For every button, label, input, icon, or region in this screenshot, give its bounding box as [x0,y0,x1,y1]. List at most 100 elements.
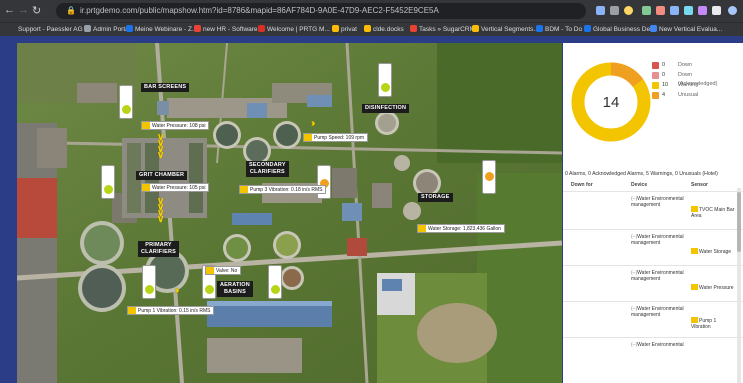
status-dot [485,172,494,181]
aerial-photo [17,43,562,383]
device-cell: (–)Water Environmental management [631,234,684,246]
extension-icon[interactable] [642,6,651,15]
table-header: Down for Device Sensor [563,180,743,190]
column-header-sensor[interactable]: Sensor [691,182,708,188]
folder-icon [472,25,479,32]
area-label-aeration-basins[interactable]: AERATION BASINS [217,281,253,297]
donut-unusual-segment [610,62,644,88]
status-dot [381,83,390,92]
bookmark-icon [126,25,133,32]
bookmark-item[interactable]: clde.docks [364,24,404,36]
warning-icon [691,206,698,212]
sensor-gauge[interactable] [482,160,496,194]
bookmark-icon [584,25,591,32]
unusual-icon [652,92,659,99]
flow-arrow-icon: ∨∨∨∨ [157,196,164,225]
sensor-cell: Water Pressure [691,284,737,291]
bookmark-item[interactable]: privat [332,24,357,36]
sensor-gauge[interactable] [101,165,115,199]
browser-toolbar: ← → ↻ 🔒ir.prtgdemo.com/public/mapshow.ht… [0,0,743,22]
bookmark-item[interactable]: Welcome | PRTG M... [258,24,330,36]
device-cell: (–)Water Environmental management [631,196,684,208]
table-row[interactable]: (–)Water Environmental management TVOC M… [563,191,743,225]
warning-icon [418,225,426,232]
bookmark-item[interactable]: BDM - To Do [536,24,582,36]
extension-icon[interactable] [596,6,605,15]
flow-arrow-icon: ›››› [311,118,316,129]
share-icon[interactable] [610,6,619,15]
area-label-bar-screens[interactable]: BAR SCREENS [141,83,190,92]
warning-icon [691,248,698,254]
bookmark-item[interactable]: Global Business De... [584,24,656,36]
back-icon[interactable]: ← [4,4,15,16]
column-header-device[interactable]: Device [631,182,648,188]
area-label-storage[interactable]: STORAGE [418,193,453,202]
plant-map: BAR SCREENS DISINFECTION GRIT CHAMBER SE… [17,43,562,383]
flow-arrow-icon: ›››› [175,285,180,296]
bookmark-item[interactable]: Admin Portal [84,24,130,36]
reload-icon[interactable]: ↻ [32,5,42,17]
sensor-badge-pump3-vibration[interactable]: Pump 3 Vibration: 0.18 in/s RMS [239,185,327,194]
area-label-disinfection[interactable]: DISINFECTION [362,104,410,113]
table-scrollbar[interactable] [737,188,741,383]
url-text: ir.prtgdemo.com/public/mapshow.htm?id=87… [79,6,439,15]
down-icon [652,62,659,69]
area-label-grit-chamber[interactable]: GRIT CHAMBER [136,171,188,180]
scrollbar-thumb[interactable] [737,192,741,252]
column-header-down-for[interactable]: Down for [571,182,593,188]
profile-avatar-icon[interactable] [728,6,737,15]
area-label-primary-clarifiers[interactable]: PRIMARY CLARIFIERS [138,241,179,257]
area-label-secondary-clarifiers[interactable]: SECONDARY CLARIFIERS [246,161,289,177]
warning-icon [691,317,698,323]
sensor-badge-water-pressure-2[interactable]: Water Pressure: 105 psi [141,183,210,192]
bookmark-star-icon[interactable] [624,6,633,15]
bookmark-icon [258,25,265,32]
table-row[interactable]: (–)Water Environmental management Water … [563,229,743,263]
sensor-badge-water-storage[interactable]: Water Storage: 1,823,436 Gallon [417,224,505,233]
warning-icon [142,122,150,129]
bookmark-item[interactable]: Support - Paessler AG [18,26,83,33]
device-cell: (–)Water Environmental management [631,270,684,282]
extension-icon[interactable] [670,6,679,15]
sensor-badge-water-pressure[interactable]: Water Pressure: 108 psi [141,121,210,130]
folder-icon [364,25,371,32]
sensor-gauge[interactable] [142,265,156,299]
bookmark-item[interactable]: Tasks » SugarCRM [410,24,475,36]
status-donut-chart: 14 [571,62,651,142]
warning-icon [142,184,150,191]
status-dot [104,185,113,194]
address-bar[interactable]: 🔒ir.prtgdemo.com/public/mapshow.htm?id=8… [56,3,586,19]
table-row[interactable]: (–)Water Environmental management Water … [563,265,743,299]
sensor-gauge[interactable] [119,85,133,119]
status-dot [205,285,214,294]
sensor-badge-valve[interactable]: Valve: No [205,266,242,275]
device-cell: (–)Water Environmental management [631,306,684,318]
bookmark-item[interactable]: New Vertical Evalua... [650,24,722,36]
forward-icon[interactable]: → [18,4,29,16]
alarm-summary: 0 Alarms, 0 Acknowledged Alarms, 5 Warni… [565,171,718,177]
device-cell: (–)Water Environmental [631,342,684,348]
status-dot [320,179,329,188]
extension-icon[interactable] [656,6,665,15]
status-dot [122,105,131,114]
warning-icon [691,284,698,290]
sensor-gauge[interactable] [378,63,392,97]
warning-icon [240,186,248,193]
bookmark-item[interactable]: Meine Webinare - Z... [126,24,197,36]
extension-icon[interactable] [684,6,693,15]
bookmark-item[interactable]: new HR - Software... [194,24,263,36]
lock-icon: 🔒 [66,6,76,15]
bookmark-item[interactable]: Vertical Segments... [472,24,539,36]
extensions-puzzle-icon[interactable] [712,6,721,15]
bookmarks-bar: Support - Paessler AG Admin Portal Meine… [0,22,743,36]
table-row[interactable]: (–)Water Environmental [563,337,743,371]
extension-icon[interactable] [698,6,707,15]
flow-arrow-icon: ∨∨∨∨ [157,132,164,161]
sensor-badge-pump1-vibration[interactable]: Pump 1 Vibration: 0.15 in/s RMS [127,306,215,315]
bookmark-icon [410,25,417,32]
sensor-gauge[interactable] [268,265,282,299]
warning-icon [206,267,214,274]
sensor-badge-pump-speed[interactable]: Pump Speed: 109 rpm [303,133,369,142]
table-row[interactable]: (–)Water Environmental management Pump 1… [563,301,743,335]
